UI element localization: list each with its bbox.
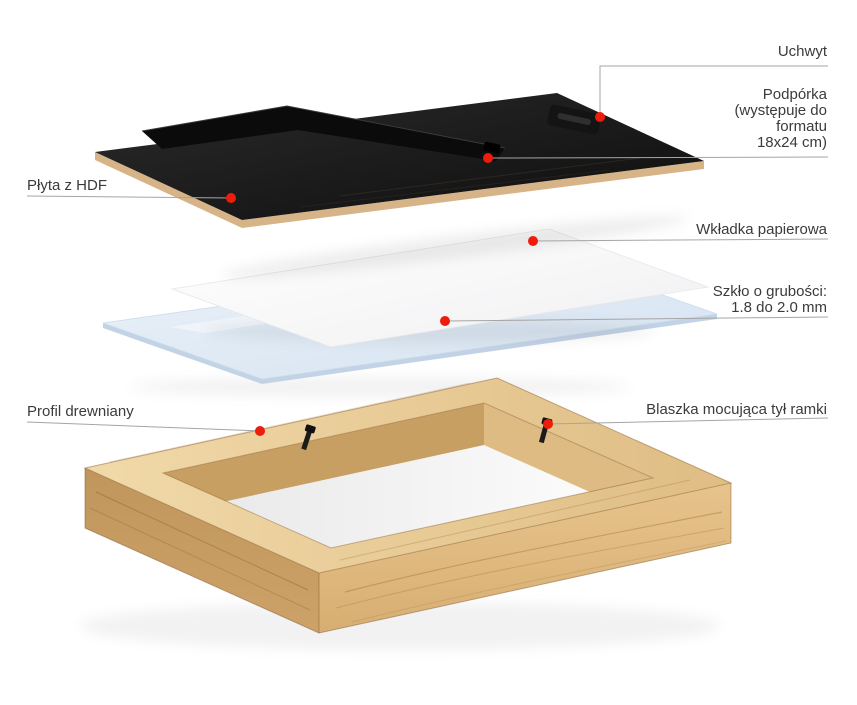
frame-shadow <box>80 602 720 650</box>
label-wkladka: Wkładka papierowa <box>696 221 827 238</box>
grain-right-1 <box>344 511 723 593</box>
stand-hinge <box>483 141 501 154</box>
hanger-bracket <box>547 104 601 135</box>
metal-tab-left <box>301 424 316 451</box>
label-podporka: Podpórka (występuje do formatu 18x24 cm) <box>734 86 827 151</box>
grain-top-2 <box>339 479 691 561</box>
marker-dot-blaszka <box>543 419 553 429</box>
label-szklo: Szkło o grubości: 1.8 do 2.0 mm <box>712 283 827 316</box>
frame-bottom-edge <box>84 468 732 634</box>
support-stand <box>142 106 505 161</box>
leader-line-uchwyt <box>599 65 828 117</box>
marker-dot-wkladka <box>528 236 538 246</box>
leader-line-wkladka <box>532 238 829 242</box>
leader-line-podporka <box>487 156 829 159</box>
frame-top-face <box>85 378 731 573</box>
glass-shadow <box>130 377 630 397</box>
frame-inner-edge <box>161 402 655 549</box>
marker-dot-profil <box>255 426 265 436</box>
leader-line-profil <box>26 421 261 432</box>
frame-outer-face-right <box>319 483 731 633</box>
marker-dot-szklo <box>440 316 450 326</box>
leader-line-blaszka <box>547 417 829 425</box>
marker-dot-plyta <box>226 193 236 203</box>
frame-outer-edge <box>83 377 733 574</box>
frame-outer-face-left <box>85 468 319 633</box>
support-stand-highlight <box>141 105 506 149</box>
board-grain-1 <box>339 157 641 197</box>
grain-right-2 <box>335 527 725 609</box>
marker-dot-podporka <box>483 153 493 163</box>
board-grain-2 <box>299 169 611 208</box>
grain-right-3 <box>351 540 727 623</box>
label-blaszka: Blaszka mocująca tył ramki <box>646 401 827 418</box>
grain-top-1 <box>109 382 471 463</box>
label-plyta: Płyta z HDF <box>27 177 108 194</box>
grain-left-1 <box>95 491 309 591</box>
marker-dot-uchwyt <box>595 112 605 122</box>
label-uchwyt: Uchwyt <box>777 43 827 60</box>
grain-left-2 <box>89 507 311 611</box>
frame-inner-wall-left <box>163 403 484 515</box>
board-shadow <box>221 216 689 278</box>
leader-line-szklo <box>444 316 829 322</box>
leader-line-plyta <box>26 195 232 199</box>
label-profil: Profil drewniany <box>27 403 134 420</box>
